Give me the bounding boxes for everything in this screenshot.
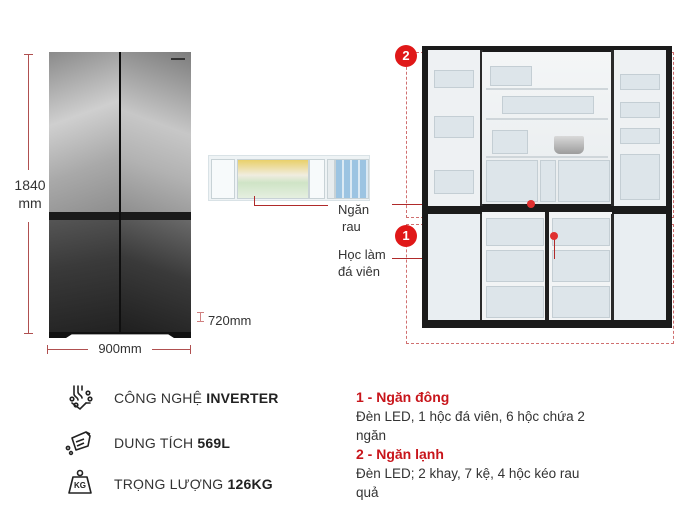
brand-logo: [171, 58, 185, 60]
spec-weight-label: TRỌNG LƯỢNG: [114, 476, 228, 492]
fridge-zone-badge: 2: [395, 45, 417, 67]
spec-capacity-label: DUNG TÍCH: [114, 435, 198, 451]
right-freezer-door: [611, 214, 666, 320]
veg-callout-line-h: [254, 205, 328, 206]
spec-weight-value: 126KG: [227, 476, 273, 492]
weight-kg-icon: [68, 469, 92, 494]
height-unit: mm: [18, 195, 42, 211]
inverter-circuit-icon: [69, 385, 93, 411]
spec-inverter: CÔNG NGHỆ INVERTER: [114, 390, 279, 406]
right-fridge-door: [611, 50, 666, 206]
water-bottles: [335, 159, 369, 199]
door-bin: [211, 159, 235, 199]
upper-left-door: [49, 52, 119, 212]
ice-tray-label: Học làm đá viên: [338, 246, 386, 280]
salad-bowl: [492, 130, 528, 154]
spec-capacity-icon-wrap: [64, 428, 92, 461]
freezer-drawer: [552, 286, 610, 318]
cooking-pot: [554, 136, 584, 154]
shelf: [486, 88, 608, 90]
vegetable-drawer-label: Ngăn rau: [338, 201, 369, 235]
freezer-drawer: [486, 250, 544, 282]
freezer-heading: 1 - Ngăn đông: [356, 389, 450, 405]
food-tray: [502, 96, 594, 114]
shelf: [486, 156, 608, 158]
door-gap: [119, 52, 121, 332]
freezer-zone-badge: 1: [395, 225, 417, 247]
vegetable-crisper: [486, 160, 538, 202]
capacity-jug-icon: [65, 431, 91, 456]
width-value: 900mm: [98, 341, 142, 356]
fridge-base: [49, 332, 191, 338]
spec-inverter-icon-wrap: [66, 383, 94, 416]
food-item: [490, 66, 532, 86]
veg-marker-dot: [527, 200, 535, 208]
height-dimension-label: 1840 mm: [10, 170, 50, 222]
vegetable-drawer-label-line1: Ngăn: [338, 202, 370, 217]
lower-left-door: [49, 220, 119, 332]
veg-callout-line-v: [254, 196, 255, 206]
door-shelf: [434, 170, 474, 194]
freezer-cabinet: [482, 212, 612, 320]
spec-capacity-value: 569L: [197, 435, 231, 451]
fridge-heading: 2 - Ngăn lạnh: [356, 446, 444, 462]
freezer-divider: [545, 212, 549, 320]
height-value: 1840: [14, 177, 46, 193]
compartment-descriptions: 1 - Ngăn đông Đèn LED, 1 hộc đá viên, 6 …: [356, 388, 586, 502]
weight-icon-text: KG: [74, 481, 86, 490]
water-bottles: [620, 154, 660, 200]
freezer-drawer: [552, 250, 610, 282]
freezer-description: Đèn LED, 1 hộc đá viên, 6 hộc chứa 2 ngă…: [356, 409, 585, 443]
vegetable-drawer-label-line2: rau: [342, 219, 361, 234]
freezer-drawer: [486, 286, 544, 318]
egg-tray: [620, 128, 660, 144]
spec-capacity: DUNG TÍCH 569L: [114, 435, 230, 451]
open-fridge-image: [422, 46, 672, 328]
drawer-detail-image: [208, 155, 370, 201]
lower-right-door: [121, 220, 191, 332]
depth-dimension-line: [197, 312, 204, 322]
fresh-drawer: [558, 160, 610, 202]
ice-tray-label-line1: Học làm: [338, 247, 386, 262]
vegetable-drawer: [237, 159, 309, 199]
door-shelf: [620, 74, 660, 90]
upper-right-door: [121, 52, 191, 212]
center-drawer: [540, 160, 556, 202]
closed-fridge-image: [49, 52, 191, 338]
fridge-cabinet: [482, 52, 612, 204]
width-dimension-label-box: 900mm: [88, 340, 152, 358]
door-shelf: [434, 116, 474, 138]
spec-inverter-label: CÔNG NGHỆ: [114, 390, 207, 406]
ice-marker-line: [554, 236, 555, 259]
spec-inverter-value: INVERTER: [206, 390, 279, 406]
ice-marker-dot: [550, 232, 558, 240]
center-bin: [309, 159, 325, 199]
egg-tray: [620, 102, 660, 118]
left-freezer-door: [428, 214, 483, 320]
fridge-description: Đèn LED; 2 khay, 7 kệ, 4 hộc kéo rau quả: [356, 466, 580, 500]
freezer-drawer: [486, 218, 544, 246]
shelf: [486, 118, 608, 120]
depth-value: 720mm: [208, 313, 252, 328]
door-shelf: [434, 70, 474, 88]
ice-tray-drawer: [552, 218, 610, 246]
left-fridge-door: [428, 50, 483, 206]
spec-weight-icon-wrap: KG: [66, 468, 96, 498]
divider-bin: [327, 159, 335, 199]
ice-tray-label-line2: đá viên: [338, 264, 380, 279]
spec-weight: TRỌNG LƯỢNG 126KG: [114, 476, 273, 492]
